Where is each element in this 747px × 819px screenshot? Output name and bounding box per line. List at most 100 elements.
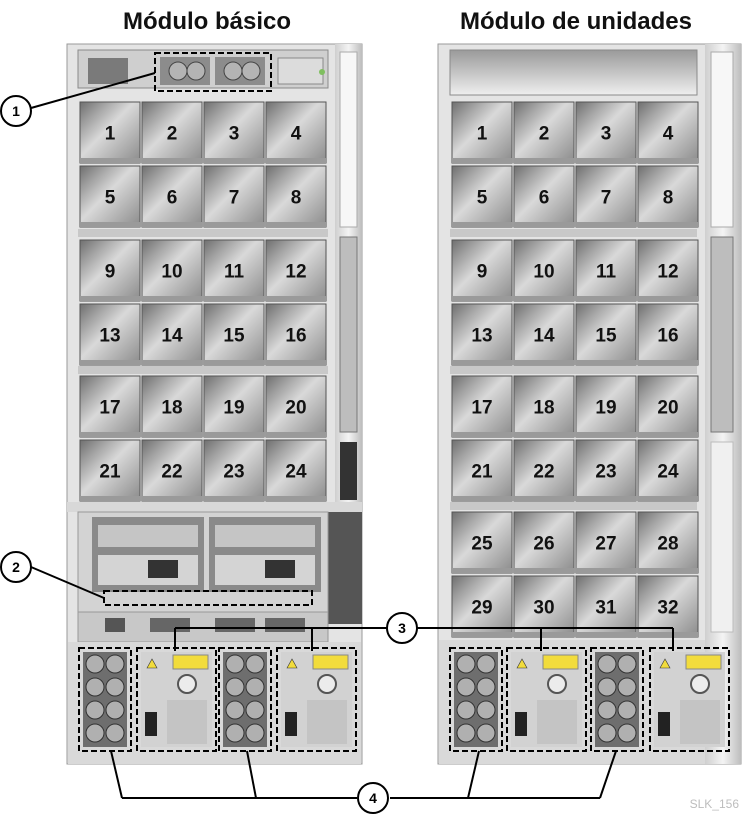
drive-slot-9: 9 [451,239,513,302]
base-power-supply-left [136,647,217,752]
base-slot-1: 1 [79,101,141,164]
drive-slot-11: 11 [575,239,637,302]
drive-slot-20: 20 [637,375,699,438]
base-slot-13: 13 [79,303,141,366]
slot-number-label: 17 [471,398,492,419]
drive-slot-30: 30 [513,575,575,638]
svg-text:4: 4 [369,790,377,806]
slot-number-label: 12 [285,262,306,283]
drive-slot-29: 29 [451,575,513,638]
slot-number-label: 5 [477,188,488,209]
base-top-module [88,58,128,84]
base-slot-21: 21 [79,439,141,502]
drive-slot-14: 14 [513,303,575,366]
status-led-icon [319,69,325,75]
callout-1: 1 [0,95,32,127]
drive-fan-unit-left [449,647,503,752]
slot-number-label: 23 [595,462,616,483]
drive-slot-16: 16 [637,303,699,366]
base-slot-20: 20 [265,375,327,438]
base-power-supply-right [276,647,357,752]
slot-number-label: 20 [657,398,678,419]
slot-number-label: 3 [601,124,612,145]
slot-number-label: 18 [161,398,182,419]
slot-number-label: 13 [471,326,492,347]
base-slot-23: 23 [203,439,265,502]
slot-number-label: 14 [533,326,555,347]
base-fan-unit-left [78,647,132,752]
drive-power-supply-left [506,647,587,752]
base-slot-19: 19 [203,375,265,438]
base-dark-column [327,504,362,624]
drive-fan-unit-right [590,647,644,752]
base-slot-12: 12 [265,239,327,302]
drive-slot-19: 19 [575,375,637,438]
drive-slot-8: 8 [637,165,699,228]
slot-number-label: 24 [285,462,307,483]
drive-slot-21: 21 [451,439,513,502]
drive-slot-4: 4 [637,101,699,164]
drive-slot-27: 27 [575,511,637,574]
slot-number-label: 2 [539,124,550,145]
slot-number-label: 14 [161,326,183,347]
callout-lines [30,72,674,799]
slot-number-label: 22 [161,462,182,483]
slot-number-label: 5 [105,188,116,209]
drive-slot-7: 7 [575,165,637,228]
slot-number-label: 17 [99,398,120,419]
slot-number-label: 16 [285,326,306,347]
slot-number-label: 27 [595,534,616,555]
slot-number-label: 29 [471,598,492,619]
base-slot-22: 22 [141,439,203,502]
drive-power-supply-right [649,647,730,752]
slot-number-label: 9 [477,262,488,283]
base-slot-4: 4 [265,101,327,164]
drive-slot-32: 32 [637,575,699,638]
drive-slot-1: 1 [451,101,513,164]
base-slot-5: 5 [79,165,141,228]
slot-number-label: 32 [657,598,678,619]
base-fan-unit-right [218,647,272,752]
slot-number-label: 12 [657,262,678,283]
drive-slot-13: 13 [451,303,513,366]
slot-number-label: 24 [657,462,679,483]
drive-slot-28: 28 [637,511,699,574]
drive-slot-25: 25 [451,511,513,574]
slot-number-label: 3 [229,124,240,145]
drive-slot-18: 18 [513,375,575,438]
slot-number-label: 28 [657,534,678,555]
callout-2: 2 [0,551,32,583]
base-module-title: Módulo básico [123,8,291,35]
slot-number-label: 4 [291,124,302,145]
base-slot-16: 16 [265,303,327,366]
base-slot-10: 10 [141,239,203,302]
drive-slot-10: 10 [513,239,575,302]
slot-number-label: 6 [167,188,178,209]
slot-number-label: 21 [99,462,121,483]
base-slot-8: 8 [265,165,327,228]
base-slot-11: 11 [203,239,265,302]
base-top-plate [277,57,324,85]
drive-slot-31: 31 [575,575,637,638]
slot-number-label: 1 [477,124,488,145]
slot-number-label: 23 [223,462,244,483]
slot-number-label: 2 [167,124,178,145]
slot-number-label: 21 [471,462,493,483]
slot-number-label: 11 [224,262,245,283]
drive-slot-15: 15 [575,303,637,366]
slot-number-label: 19 [595,398,616,419]
drive-slot-17: 17 [451,375,513,438]
top-fan-group [160,57,265,85]
slot-number-label: 4 [663,124,674,145]
drive-slot-12: 12 [637,239,699,302]
slot-number-label: 30 [533,598,554,619]
controller-area [77,511,329,643]
slot-number-label: 7 [229,188,240,209]
slot-number-label: 8 [663,188,674,209]
drive-slot-5: 5 [451,165,513,228]
slot-number-label: 15 [223,326,245,347]
